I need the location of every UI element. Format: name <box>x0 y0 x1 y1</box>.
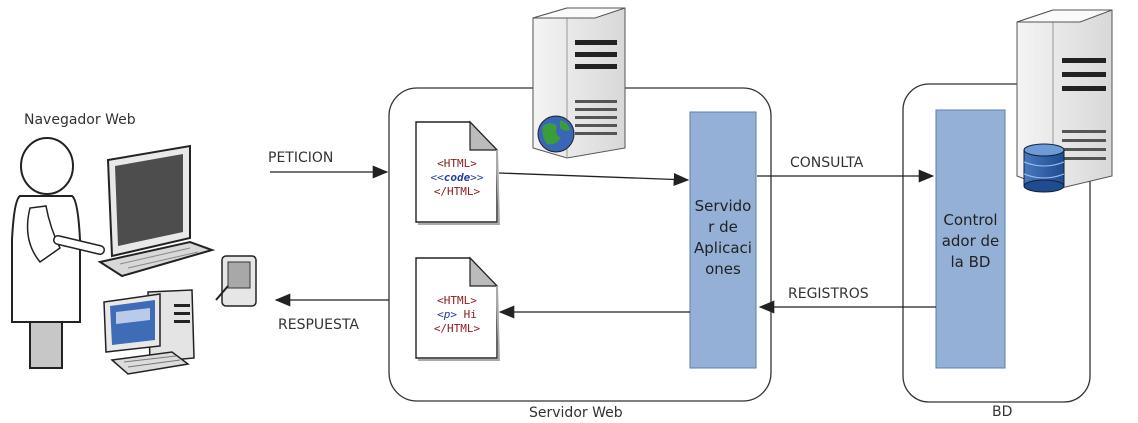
web-server-label: Servidor Web <box>529 405 623 421</box>
db-container <box>902 83 1091 403</box>
db-controller-text: Control ador de la BD <box>936 210 1005 273</box>
response-label: RESPUESTA <box>278 317 359 333</box>
laptop-icon <box>97 144 216 278</box>
code-token: <p> <box>437 308 457 321</box>
code-token: << <box>430 171 444 184</box>
db-controller-line: la BD <box>950 253 991 271</box>
globe-icon <box>537 115 575 153</box>
code-line: <HTML> <box>437 157 477 170</box>
records-label: REGISTROS <box>788 286 869 302</box>
code-line: </HTML> <box>433 185 481 198</box>
app-server-text: Servido r de Aplicaci ones <box>690 196 756 280</box>
db-controller-line: ador de <box>941 232 1000 250</box>
db-label: BD <box>992 404 1013 420</box>
user-icon <box>11 137 105 369</box>
db-controller-line: Control <box>943 211 998 229</box>
code-line: </HTML> <box>433 322 481 335</box>
app-server-line: Servido <box>694 197 752 215</box>
desktop-pc-icon <box>103 289 195 375</box>
app-server-line: Aplicaci <box>694 239 752 257</box>
pda-icon <box>215 255 257 307</box>
browser-label: Navegador Web <box>24 112 136 128</box>
code-line: <<code>> <box>418 171 496 185</box>
query-label: CONSULTA <box>790 155 864 171</box>
code-token: code <box>443 171 471 184</box>
html-document-icon <box>415 256 501 361</box>
request-label: PETICION <box>268 150 334 166</box>
db-controller-box <box>935 109 1006 369</box>
html-document-icon <box>415 120 501 225</box>
code-token: Hi <box>457 308 477 321</box>
database-icon <box>1023 143 1065 193</box>
doc-to-app-arrow <box>498 172 690 186</box>
app-server-line: r de <box>708 218 738 236</box>
code-line: <HTML> <box>437 294 477 307</box>
response-document-code: <HTML> <p> Hi </HTML> <box>418 294 496 336</box>
app-server-line: ones <box>705 260 741 278</box>
code-token: >> <box>470 171 484 184</box>
code-line: <p> Hi <box>418 308 496 322</box>
app-server-box <box>689 111 757 369</box>
request-document-code: <HTML> <<code>> </HTML> <box>418 157 496 199</box>
